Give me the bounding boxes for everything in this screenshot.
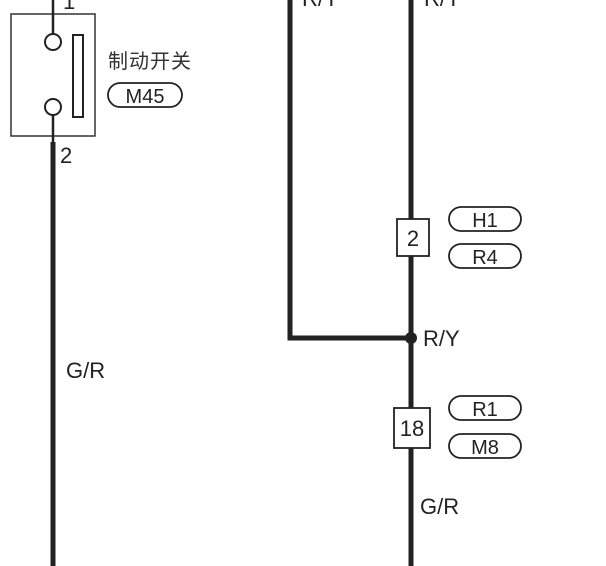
connector-tag-h1-label: H1 xyxy=(472,210,498,232)
junction-color-label: R/Y xyxy=(423,326,460,351)
connector-pin-2: 2 H1 R4 xyxy=(396,206,522,269)
connector-pin-2-box xyxy=(396,218,430,257)
brake-switch-plunger xyxy=(72,34,84,118)
connector-tag-r4 xyxy=(448,243,522,269)
brake-switch-connector-tag xyxy=(107,82,183,108)
connector-tag-h1 xyxy=(448,206,522,232)
wire-mid-top-color-label: R/Y xyxy=(302,0,339,11)
connector-tag-r1 xyxy=(448,395,522,421)
wire-right-top-color-label: R/Y xyxy=(424,0,461,11)
brake-switch: 1 2 制动开关 M45 xyxy=(10,0,192,168)
wire-left-color-label: G/R xyxy=(66,358,105,383)
connector-pin-18-box xyxy=(393,407,431,449)
brake-switch-name: 制动开关 xyxy=(108,49,192,73)
connector-pin-18: 18 R1 M8 xyxy=(393,395,522,459)
brake-switch-contact-bottom xyxy=(44,98,62,116)
connector-pin-2-label: 2 xyxy=(407,226,419,251)
connector-tag-r4-label: R4 xyxy=(472,247,498,269)
brake-switch-contact-top xyxy=(44,33,62,51)
connector-tag-m8 xyxy=(448,433,522,459)
wire-mid-loop xyxy=(287,0,411,341)
wire-right-bottom-color-label: G/R xyxy=(420,494,459,519)
brake-switch-pin-bottom: 2 xyxy=(60,143,72,168)
junction-dot xyxy=(405,332,417,344)
connector-pin-18-label: 18 xyxy=(400,416,424,441)
brake-switch-connector-label: M45 xyxy=(126,86,165,108)
connector-tag-m8-label: M8 xyxy=(471,437,499,459)
brake-switch-pin-top: 1 xyxy=(63,0,75,14)
connector-tag-r1-label: R1 xyxy=(472,399,498,421)
